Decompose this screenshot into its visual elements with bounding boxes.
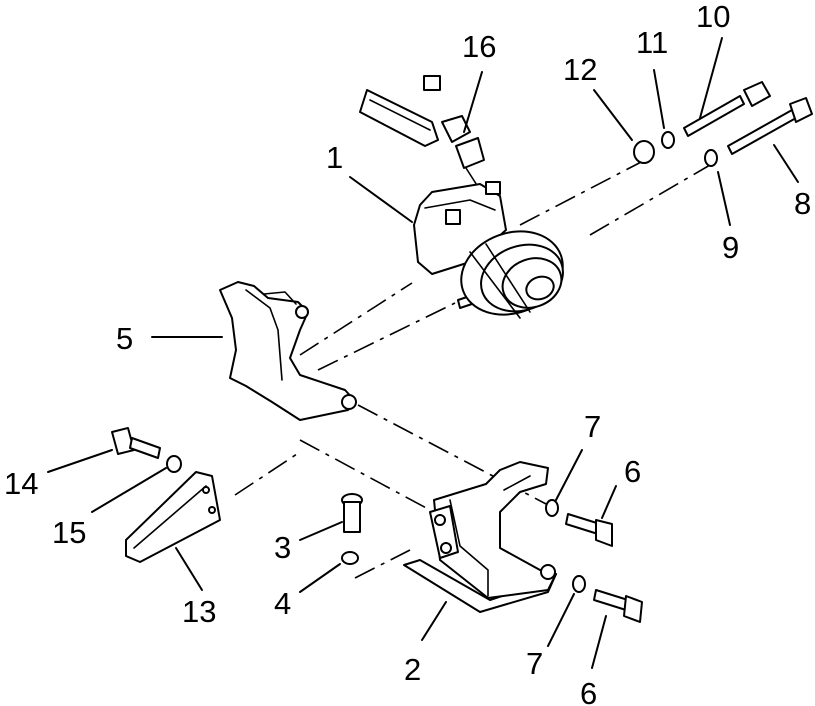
part-2-lower-bracket [403, 461, 557, 613]
part-1-compressor [413, 181, 564, 319]
callout-9: 9 [722, 230, 739, 265]
part-12-nut [633, 140, 655, 164]
part-6-lower-bolt [593, 589, 643, 623]
part-16-refrigerant-hose [359, 75, 485, 191]
callout-14: 14 [4, 466, 38, 501]
callout-11: 11 [636, 25, 668, 60]
part-13-support-plate [125, 471, 221, 563]
callout-2: 2 [404, 652, 421, 687]
callout-3: 3 [274, 530, 291, 565]
part-4-washer [341, 551, 359, 565]
callout-7-lower: 7 [526, 646, 543, 681]
part-9-washer [704, 149, 718, 167]
part-14-bolt [111, 427, 161, 459]
callout-8: 8 [794, 186, 811, 221]
callout-15: 15 [52, 515, 86, 550]
part-5-upper-bracket [219, 281, 357, 421]
callout-13: 13 [182, 594, 216, 629]
part-15-washer [166, 455, 182, 473]
callout-16: 16 [462, 29, 496, 64]
callout-6-upper: 6 [624, 454, 641, 489]
part-7-lower-washer [572, 575, 586, 593]
part-8-bolt [727, 97, 813, 155]
leader-lines [47, 37, 799, 669]
part-7-upper-washer [545, 499, 559, 517]
callout-5: 5 [116, 321, 133, 356]
callout-4: 4 [274, 586, 291, 621]
callout-12: 12 [563, 52, 597, 87]
part-10-bolt [683, 81, 771, 137]
callout-numbers: 1 2 3 4 5 6 6 7 7 8 9 10 11 12 13 14 15 … [4, 0, 811, 706]
part-11-washer [661, 131, 675, 149]
callout-6-lower: 6 [580, 676, 597, 706]
callout-1: 1 [326, 140, 343, 175]
part-3-bolt [341, 493, 363, 533]
callout-7-upper: 7 [584, 409, 601, 444]
callout-10: 10 [696, 0, 730, 34]
part-6-upper-bolt [565, 513, 613, 547]
